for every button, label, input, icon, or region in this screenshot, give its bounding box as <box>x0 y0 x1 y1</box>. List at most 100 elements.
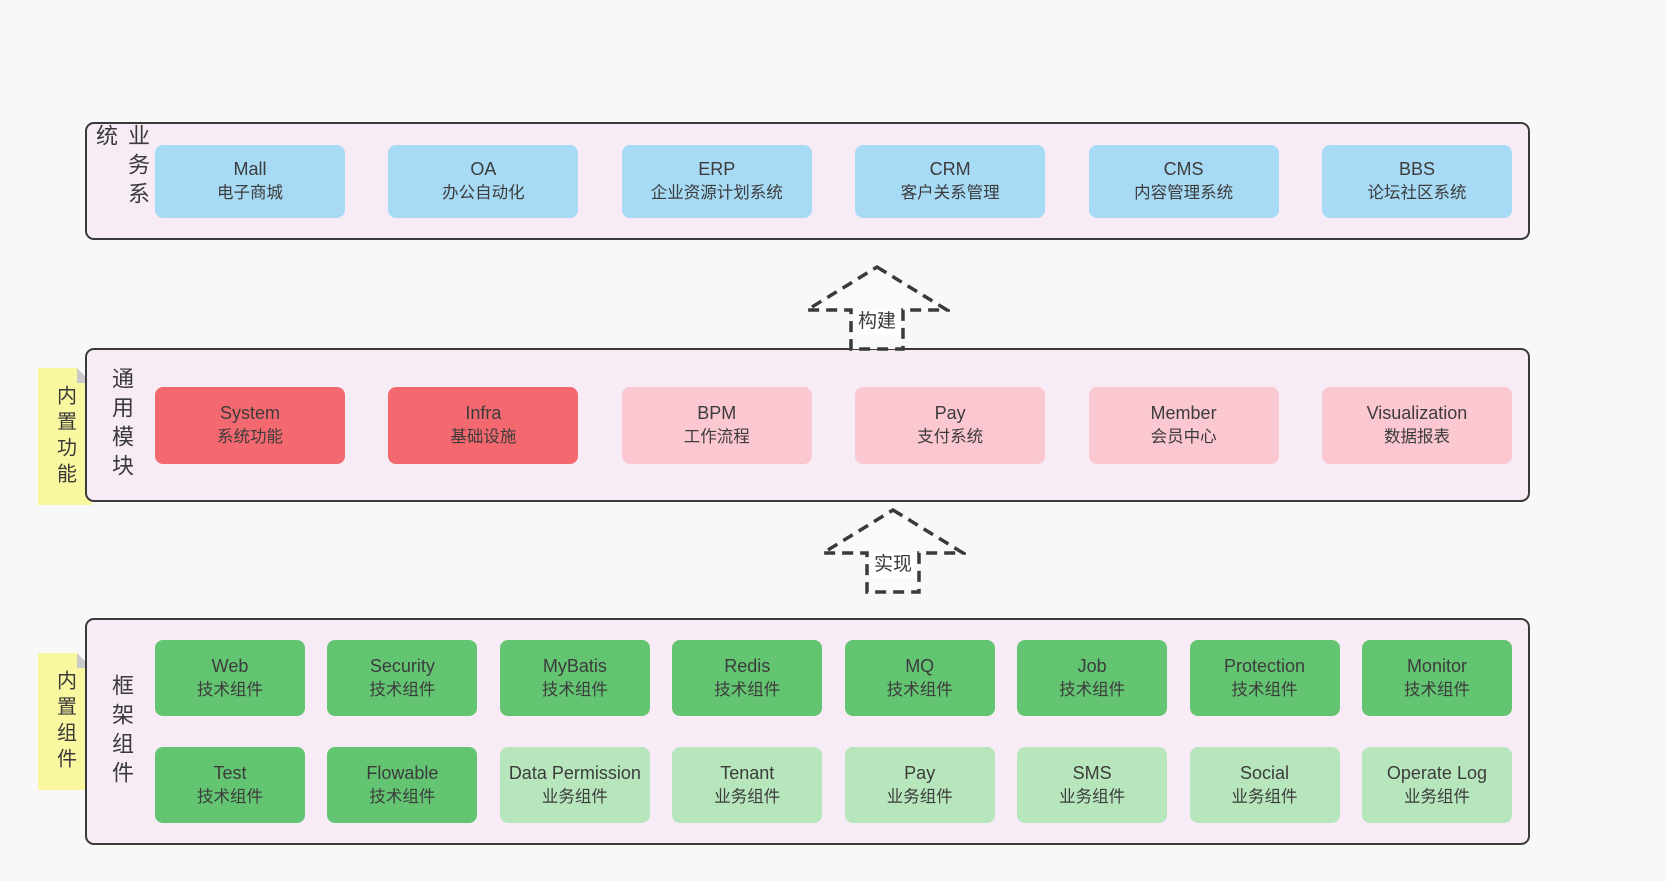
box-pay-module: Pay 支付系统 <box>855 386 1046 464</box>
box-subtitle: 系统功能 <box>217 428 283 447</box>
business-systems-panel: 业务系统 Mall 电子商城 OA 办公自动化 ERP 企业资源计划系统 CRM… <box>85 122 1530 240</box>
block-arrow-up-icon <box>820 507 966 594</box>
panel-label-framework: 框架组件 <box>109 673 134 790</box>
box-visualization: Visualization 数据报表 <box>1321 386 1512 464</box>
box-title: Mall <box>233 158 267 179</box>
box-title: OA <box>470 158 497 179</box>
box-title: Tenant <box>720 762 775 783</box>
sticky-label: 内置功能 <box>53 384 76 489</box>
box-subtitle: 技术组件 <box>369 788 436 807</box>
box-title: Data Permission <box>508 762 641 783</box>
box-subtitle: 业务组件 <box>1403 788 1470 807</box>
framework-components-panel: 框架组件 Web 技术组件 Security 技术组件 MyBatis 技术组件… <box>85 618 1530 845</box>
box-title: MyBatis <box>542 655 607 676</box>
box-crm: CRM 客户关系管理 <box>855 144 1046 218</box>
sticky-note-built-in-components: 内置组件 <box>38 653 92 790</box>
panel-label-modules: 通用模块 <box>109 367 134 483</box>
box-title: Monitor <box>1406 655 1467 676</box>
box-subtitle: 技术组件 <box>197 681 263 700</box>
box-title: Test <box>213 762 247 783</box>
box-subtitle: 数据报表 <box>1383 428 1450 447</box>
box-subtitle: 支付系统 <box>917 428 984 447</box>
box-subtitle: 论坛社区系统 <box>1367 184 1467 203</box>
block-arrow-up-icon <box>804 264 950 351</box>
box-subtitle: 办公自动化 <box>442 184 525 203</box>
box-title: System <box>219 402 280 423</box>
box-job: Job 技术组件 <box>1017 640 1168 716</box>
box-title: Web <box>211 655 249 676</box>
box-subtitle: 基础设施 <box>450 428 517 447</box>
box-subtitle: 技术组件 <box>714 681 781 700</box>
box-mybatis: MyBatis 技术组件 <box>499 640 650 716</box>
box-title: Flowable <box>366 762 439 783</box>
box-cms: CMS 内容管理系统 <box>1088 144 1279 218</box>
box-title: Social <box>1240 762 1290 783</box>
framework-boxes-rows: Web 技术组件 Security 技术组件 MyBatis 技术组件 Redi… <box>155 640 1512 823</box>
box-sms: SMS 业务组件 <box>1017 747 1168 823</box>
box-subtitle: 企业资源计划系统 <box>650 184 783 203</box>
box-subtitle: 技术组件 <box>1403 681 1470 700</box>
box-bbs: BBS 论坛社区系统 <box>1321 144 1512 218</box>
box-subtitle: 会员中心 <box>1150 428 1217 447</box>
box-system: System 系统功能 <box>155 386 345 464</box>
box-subtitle: 业务组件 <box>1231 788 1298 807</box>
sticky-note-built-in-features: 内置功能 <box>38 368 92 505</box>
box-erp: ERP 企业资源计划系统 <box>621 144 812 218</box>
module-boxes-row: System 系统功能 Infra 基础设施 BPM 工作流程 Pay 支付系统… <box>155 386 1512 464</box>
box-subtitle: 技术组件 <box>197 788 263 807</box>
box-subtitle: 内容管理系统 <box>1134 184 1234 203</box>
box-title: BPM <box>697 402 737 423</box>
box-redis: Redis 技术组件 <box>672 640 823 716</box>
box-subtitle: 业务组件 <box>714 788 781 807</box>
box-data-permission: Data Permission 业务组件 <box>499 747 650 823</box>
box-subtitle: 技术组件 <box>541 681 608 700</box>
box-title: Redis <box>724 655 771 676</box>
box-operate-log: Operate Log 业务组件 <box>1361 747 1512 823</box>
box-subtitle: 电子商城 <box>217 184 283 203</box>
box-title: Security <box>369 655 435 676</box>
panel-label-business: 业务系统 <box>93 124 150 211</box>
box-title: Job <box>1077 655 1107 676</box>
sticky-label: 内置组件 <box>53 669 76 774</box>
box-subtitle: 业务组件 <box>886 788 953 807</box>
box-title: Pay <box>934 402 966 423</box>
framework-row-2: Test 技术组件 Flowable 技术组件 Data Permission … <box>155 747 1512 823</box>
box-title: ERP <box>698 158 736 179</box>
framework-row-1: Web 技术组件 Security 技术组件 MyBatis 技术组件 Redi… <box>155 640 1512 716</box>
box-subtitle: 技术组件 <box>886 681 953 700</box>
box-social: Social 业务组件 <box>1189 747 1340 823</box>
box-bpm: BPM 工作流程 <box>621 386 812 464</box>
box-title: Operate Log <box>1386 762 1487 783</box>
box-title: Pay <box>904 762 936 783</box>
dashed-up-arrow-build: 构建 <box>804 263 950 353</box>
box-title: Infra <box>465 402 502 423</box>
box-protection: Protection 技术组件 <box>1189 640 1340 716</box>
box-subtitle: 技术组件 <box>1231 681 1298 700</box>
box-member: Member 会员中心 <box>1088 386 1279 464</box>
box-test: Test 技术组件 <box>155 747 305 823</box>
box-subtitle: 工作流程 <box>683 428 750 447</box>
box-web: Web 技术组件 <box>155 640 305 716</box>
box-title: Protection <box>1224 655 1306 676</box>
box-mq: MQ 技术组件 <box>844 640 995 716</box>
common-modules-panel: 通用模块 System 系统功能 Infra 基础设施 BPM 工作流程 Pay… <box>85 348 1530 502</box>
box-subtitle: 技术组件 <box>369 681 436 700</box>
box-title: CRM <box>929 158 971 179</box>
box-subtitle: 技术组件 <box>1059 681 1126 700</box>
box-monitor: Monitor 技术组件 <box>1361 640 1512 716</box>
box-security: Security 技术组件 <box>327 640 478 716</box>
arrow-label-implement: 实现 <box>869 552 917 578</box>
box-title: Member <box>1150 402 1217 423</box>
box-subtitle: 业务组件 <box>1059 788 1126 807</box>
box-flowable: Flowable 技术组件 <box>327 747 478 823</box>
business-boxes-row: Mall 电子商城 OA 办公自动化 ERP 企业资源计划系统 CRM 客户关系… <box>155 144 1512 218</box>
box-title: SMS <box>1072 762 1112 783</box>
box-title: BBS <box>1398 158 1435 179</box>
arrow-label-build: 构建 <box>853 309 901 335</box>
box-tenant: Tenant 业务组件 <box>672 747 823 823</box>
box-pay-component: Pay 业务组件 <box>844 747 995 823</box>
box-title: MQ <box>905 655 935 676</box>
box-subtitle: 业务组件 <box>541 788 608 807</box>
box-title: CMS <box>1163 158 1204 179</box>
box-infra: Infra 基础设施 <box>388 386 579 464</box>
